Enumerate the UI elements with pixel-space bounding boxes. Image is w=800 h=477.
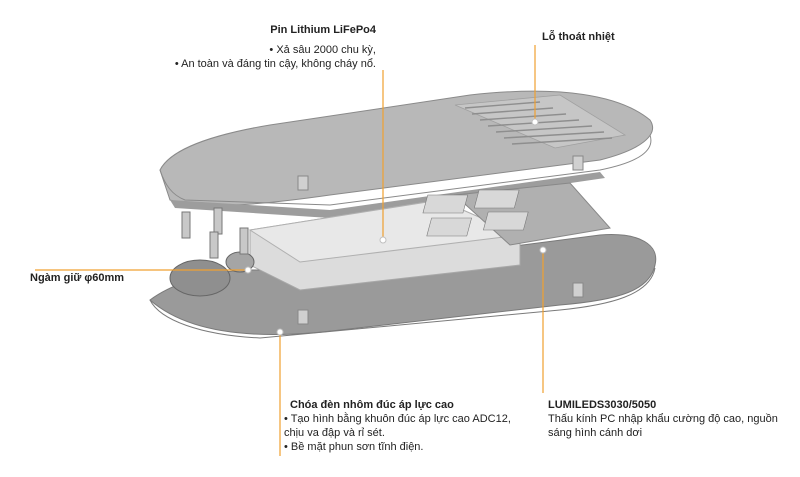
led-title: LUMILEDS3030/5050 [548, 399, 657, 411]
clamp-label: Ngàm giữ φ60mm [30, 271, 124, 285]
clamp-marker [244, 266, 252, 274]
vent-marker [531, 118, 539, 126]
battery-bullet-2: • An toàn và đáng tin cậy, không cháy nổ… [174, 58, 376, 70]
led-line-1: Thấu kính PC nhập khẩu cường độ cao, ngu… [548, 413, 778, 425]
housing-marker [276, 328, 284, 336]
heat-vent-label: Lỗ thoát nhiệt [542, 30, 615, 44]
battery-marker [379, 236, 387, 244]
led-marker [539, 246, 547, 254]
led-modules [422, 182, 611, 246]
led-line-2: sáng hình cánh dơi [548, 427, 643, 439]
led-label: LUMILEDS3030/5050 Thấu kính PC nhập khẩu… [548, 398, 778, 440]
heat-vent-title: Lỗ thoát nhiệt [542, 31, 615, 43]
housing-bullet-1: • Tạo hình bằng khuôn đúc áp lực cao ADC… [284, 413, 511, 425]
housing-bullet-3: • Bề mặt phun sơn tĩnh điện. [284, 441, 424, 453]
battery-bullet-1: • Xả sâu 2000 chu kỳ, [269, 44, 376, 56]
housing-title: Chóa đèn nhôm đúc áp lực cao [290, 399, 454, 411]
housing-clips [297, 155, 584, 325]
housing-bullet-2: chịu va đập và rỉ sét. [284, 427, 385, 439]
housing-label: Chóa đèn nhôm đúc áp lực cao • Tạo hình … [284, 398, 511, 454]
battery-title: Pin Lithium LiFePo4 [270, 24, 376, 36]
heat-vent-grille [454, 94, 627, 149]
clamp-title: Ngàm giữ φ60mm [30, 272, 125, 284]
battery-label: Pin Lithium LiFePo4 • Xả sâu 2000 chu kỳ… [150, 23, 376, 71]
